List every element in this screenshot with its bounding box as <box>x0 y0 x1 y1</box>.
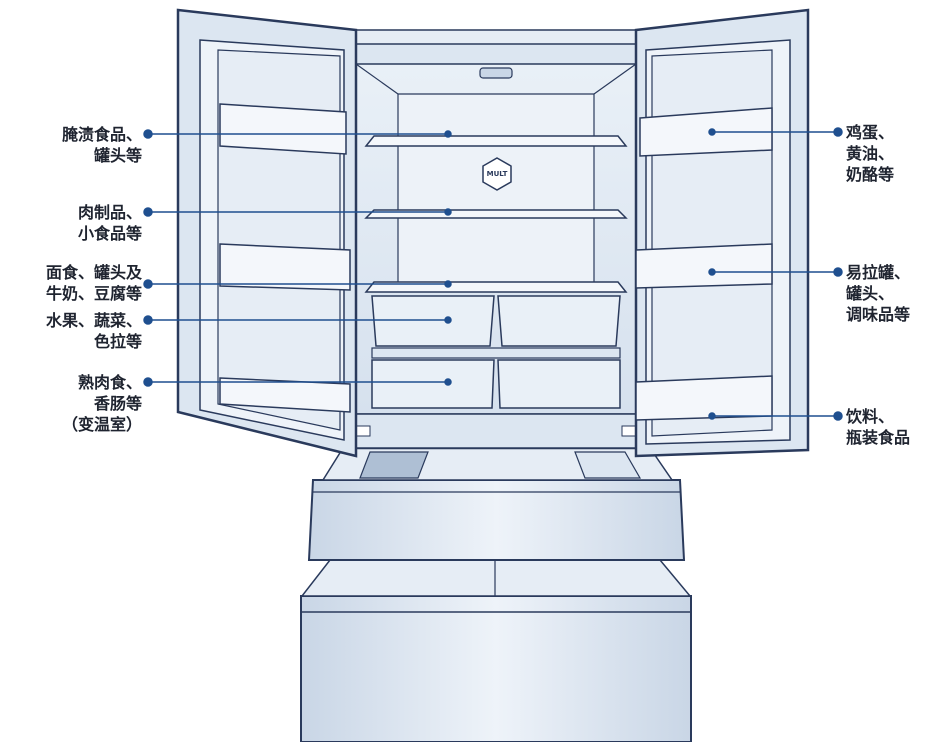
pointer-lines <box>143 127 843 421</box>
label-drinks-line2: 瓶装食品 <box>846 428 911 447</box>
label-cans: 易拉罐、 罐头、 调味品等 <box>846 262 910 325</box>
label-meat-line2: 小食品等 <box>77 224 142 243</box>
lower-freezer-drawer-interior <box>300 559 692 597</box>
pointer-end-pickles <box>444 130 452 138</box>
label-cans-line1: 易拉罐、 <box>846 263 911 282</box>
fridge-cabinet <box>338 29 654 450</box>
label-eggs: 鸡蛋、 黄油、 奶酪等 <box>846 122 894 185</box>
label-pickles-line2: 罐头等 <box>93 146 142 165</box>
label-drinks: 饮料、 瓶装食品 <box>846 406 910 448</box>
pointer-dot-cooked <box>143 377 153 387</box>
label-drinks-line1: 饮料、 <box>846 407 895 426</box>
label-noodles-line1: 面食、罐头及 <box>45 263 142 282</box>
label-fruit-line1: 水果、蔬菜、 <box>45 311 142 330</box>
pointer-dot-pickles <box>143 129 153 139</box>
pointer-dot-cans <box>833 267 843 277</box>
label-eggs-line2: 黄油、 <box>846 144 895 163</box>
pointer-end-cans <box>708 268 716 276</box>
middle-drawer <box>307 447 686 561</box>
label-pickles: 腌渍食品、 罐头等 <box>62 124 142 166</box>
label-eggs-line3: 奶酪等 <box>846 165 895 184</box>
label-cooked: 熟肉食、 香肠等 （变温室） <box>62 372 142 435</box>
label-fruit: 水果、蔬菜、 色拉等 <box>46 310 142 352</box>
right-door <box>634 8 810 458</box>
label-meat: 肉制品、 小食品等 <box>78 202 142 244</box>
pointer-end-eggs <box>708 128 716 136</box>
label-cans-line3: 调味品等 <box>846 305 911 324</box>
pointer-dot-eggs <box>833 127 843 137</box>
label-cans-line2: 罐头、 <box>846 284 895 303</box>
pointer-dot-meat <box>143 207 153 217</box>
lower-freezer-door <box>300 595 692 742</box>
left-door <box>176 8 358 458</box>
label-pickles-line1: 腌渍食品、 <box>61 125 142 144</box>
pointer-end-noodles <box>444 280 452 288</box>
pointer-dot-noodles <box>143 279 153 289</box>
badge-text: MULT <box>487 170 508 178</box>
label-cooked-line3: （变温室） <box>61 415 142 434</box>
pointer-end-drinks <box>708 412 716 420</box>
multi-flow-badge: MULT <box>482 157 512 191</box>
pointer-dot-fruit <box>143 315 153 325</box>
label-cooked-line1: 熟肉食、 <box>77 373 142 392</box>
pointer-end-meat <box>444 208 452 216</box>
label-meat-line1: 肉制品、 <box>77 203 142 222</box>
pointer-end-fruit <box>444 316 452 324</box>
label-cooked-line2: 香肠等 <box>93 394 142 413</box>
label-noodles: 面食、罐头及 牛奶、豆腐等 <box>46 262 142 304</box>
label-noodles-line2: 牛奶、豆腐等 <box>45 284 142 303</box>
label-eggs-line1: 鸡蛋、 <box>846 123 895 142</box>
label-fruit-line2: 色拉等 <box>93 332 142 351</box>
pointer-dot-drinks <box>833 411 843 421</box>
pointer-end-cooked <box>444 378 452 386</box>
